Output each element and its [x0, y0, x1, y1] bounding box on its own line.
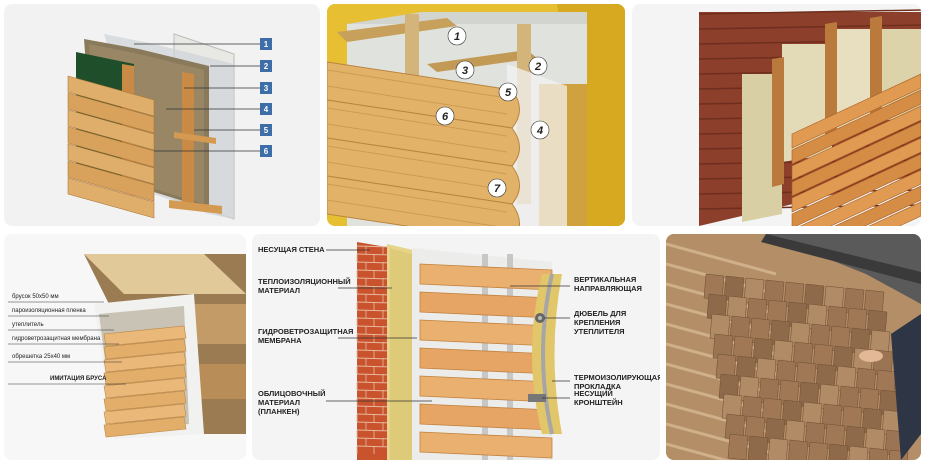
left-caption: ОБЛИЦОВОЧНЫЙ	[258, 389, 326, 398]
layer-label: пароизоляционная пленка	[12, 308, 86, 314]
numbered-callout: 3	[456, 61, 474, 79]
right-caption: УТЕПЛИТЕЛЯ	[574, 327, 625, 336]
numbered-callout: 7	[488, 179, 506, 197]
wall-diagram-numbered: 1 2 3 4 5 6	[4, 4, 320, 226]
layer-number: 2	[264, 62, 269, 71]
layer-number: 1	[264, 40, 269, 49]
left-caption: МАТЕРИАЛ	[258, 398, 300, 407]
layer-number-badge: 4	[260, 103, 272, 115]
layer-number: 6	[264, 147, 269, 156]
layer-label: утеплитель	[12, 322, 44, 328]
layer-number-badge: 1	[260, 38, 272, 50]
layer-label: ИМИТАЦИЯ БРУСА	[50, 376, 107, 382]
left-caption: (ПЛАНКЕН)	[258, 407, 300, 416]
numbered-callout: 5	[499, 83, 517, 101]
left-caption: МАТЕРИАЛ	[258, 286, 300, 295]
wood-wall-insulation-photo	[632, 4, 921, 226]
wood-shingle-photo	[666, 234, 921, 460]
left-caption: НЕСУЩАЯ СТЕНА	[258, 245, 325, 254]
layer-label: брусок 50х50 мм	[12, 294, 59, 300]
layer-number-badge: 5	[260, 124, 272, 136]
log-siding-diagram: 1 2 3 4 5 6 7	[327, 4, 625, 226]
numbered-callout: 1	[448, 27, 466, 45]
right-caption: ВЕРТИКАЛЬНАЯ	[574, 275, 636, 284]
layer-number-badge: 2	[260, 60, 272, 72]
callout-number: 5	[505, 87, 512, 99]
callout-number: 4	[536, 125, 543, 137]
layer-number: 4	[264, 105, 269, 114]
numbered-callout: 4	[531, 121, 549, 139]
right-caption: ТЕРМОИЗОЛИРУЮЩАЯ	[574, 373, 660, 382]
right-caption: НЕСУЩИЙ	[574, 389, 613, 398]
left-caption: ТЕПЛОИЗОЛЯЦИОННЫЙ	[258, 277, 351, 286]
layer-number: 5	[264, 126, 269, 135]
layer-number-badge: 3	[260, 82, 272, 94]
left-caption: МЕМБРАНА	[258, 336, 302, 345]
numbered-callout: 6	[436, 107, 454, 125]
right-caption: ДЮБЕЛЬ ДЛЯ	[574, 309, 626, 318]
layer-number: 3	[264, 84, 269, 93]
right-caption: КРЕПЛЕНИЯ	[574, 318, 620, 327]
callout-number: 1	[454, 31, 460, 43]
callout-number: 2	[534, 61, 541, 73]
callout-number: 6	[442, 111, 449, 123]
right-caption: КРОНШТЕЙН	[574, 398, 623, 407]
right-caption: НАПРАВЛЯЮЩАЯ	[574, 284, 642, 293]
callout-number: 7	[494, 183, 501, 195]
layer-label: обрешетка 25х40 мм	[12, 354, 70, 360]
imitation-beam-diagram: брусок 50х50 мм пароизоляционная пленка ут…	[4, 234, 246, 460]
callout-number: 3	[462, 65, 468, 77]
left-caption: ГИДРОВЕТРОЗАЩИТНАЯ	[258, 327, 353, 336]
layer-label: гидроветрозащитная мембрана	[12, 336, 101, 342]
numbered-callout: 2	[529, 57, 547, 75]
layer-number-badge: 6	[260, 145, 272, 157]
